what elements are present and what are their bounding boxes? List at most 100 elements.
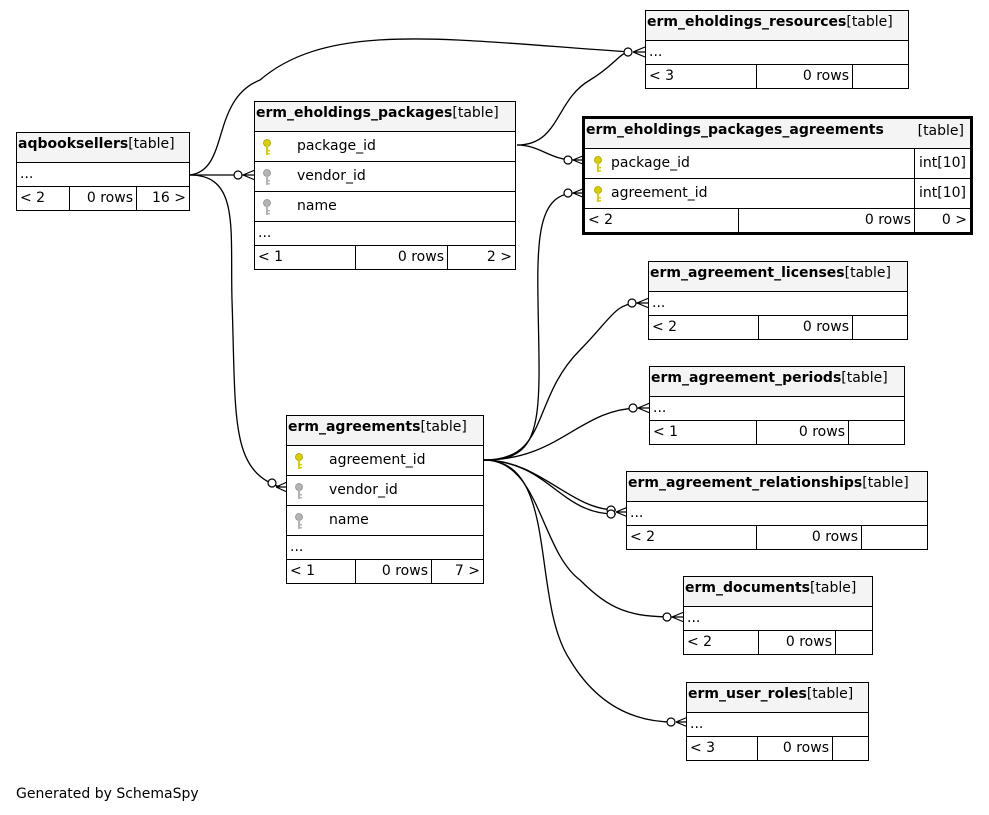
edge-agreements-userroles [483, 459, 675, 723]
column-row: agreement_id [287, 446, 483, 476]
table-name: erm_agreement_relationships [628, 475, 863, 491]
column-name: package_id [297, 138, 376, 154]
columns-ellipsis: ... [650, 397, 904, 421]
table-erm-eholdings-packages[interactable]: erm_eholdings_packages[table] package_id… [254, 101, 516, 270]
table-footer: < 2 0 rows [684, 631, 872, 654]
columns-ellipsis: ... [627, 502, 927, 526]
row-count: 0 rows [356, 246, 448, 269]
primary-key-icon [593, 155, 603, 173]
table-type: [table] [452, 105, 499, 121]
edge-agreements-relationships-2 [483, 459, 617, 515]
parents-count: < 3 [687, 737, 758, 760]
table-erm-eholdings-packages-agreements[interactable]: erm_eholdings_packages_agreements[table]… [582, 116, 973, 235]
table-erm-agreement-periods[interactable]: erm_agreement_periods[table] ... < 1 0 r… [649, 366, 905, 445]
row-count: 0 rows [757, 421, 849, 444]
parents-count: < 3 [646, 65, 757, 88]
columns-ellipsis: ... [687, 713, 868, 737]
foreign-key-icon [262, 168, 272, 186]
column-name: agreement_id [611, 185, 708, 201]
table-name: aqbooksellers [18, 136, 129, 152]
crowfoot-userroles [666, 716, 689, 728]
edge-agreements-pkgagreements [483, 192, 575, 461]
table-erm-eholdings-resources[interactable]: erm_eholdings_resources[table] ... < 3 0… [645, 10, 909, 89]
crowfoot-relationships [606, 505, 629, 519]
primary-key-icon [262, 138, 272, 156]
table-footer: < 2 0 rows 0 > [585, 209, 970, 232]
table-name: erm_eholdings_packages_agreements [586, 122, 884, 138]
column-row: package_id int[10] [585, 149, 970, 179]
table-erm-agreement-licenses[interactable]: erm_agreement_licenses[table] ... < 2 0 … [648, 261, 908, 340]
table-footer: < 3 0 rows [687, 737, 868, 760]
column-row: name [287, 506, 483, 536]
column-row: name [255, 192, 515, 222]
children-count: 7 > [454, 563, 480, 579]
table-header: aqbooksellers[table] [17, 133, 189, 163]
foreign-key-icon [294, 482, 304, 500]
table-header: erm_eholdings_packages_agreements[table] [585, 119, 970, 149]
foreign-key-icon [294, 512, 304, 530]
column-row: vendor_id [287, 476, 483, 506]
table-erm-user-roles[interactable]: erm_user_roles[table] ... < 3 0 rows [686, 682, 869, 761]
table-footer: < 2 0 rows [649, 316, 907, 339]
parents-count: < 2 [684, 631, 759, 654]
row-count: 0 rows [759, 631, 836, 654]
table-footer: < 2 0 rows [627, 526, 927, 549]
crowfoot-periods [628, 402, 651, 414]
column-row: vendor_id [255, 162, 515, 192]
table-name: erm_eholdings_packages [256, 105, 453, 121]
table-name: erm_agreement_licenses [650, 265, 845, 281]
table-footer: < 1 0 rows 7 > [287, 560, 483, 583]
table-erm-documents[interactable]: erm_documents[table] ... < 2 0 rows [683, 576, 873, 655]
crowfoot-licenses [627, 297, 650, 309]
edge-aqbooksellers-agreements [189, 174, 281, 488]
table-header: erm_agreement_licenses[table] [649, 262, 907, 292]
children-count [836, 631, 872, 654]
primary-key-icon [593, 185, 603, 203]
table-erm-agreements[interactable]: erm_agreements[table] agreement_id vendo… [286, 415, 484, 584]
columns-ellipsis: ... [17, 163, 189, 187]
columns-ellipsis: ... [646, 41, 908, 65]
table-header: erm_documents[table] [684, 577, 872, 607]
parents-count: < 1 [255, 246, 356, 269]
table-footer: < 1 0 rows 2 > [255, 246, 515, 269]
table-footer: < 3 0 rows [646, 65, 908, 88]
crowfoot-packages-vendor [233, 169, 256, 181]
column-name: vendor_id [297, 168, 366, 184]
table-type: [table] [844, 265, 892, 281]
table-type: [table] [128, 136, 175, 152]
table-name: erm_eholdings_resources [647, 14, 847, 30]
table-aqbooksellers[interactable]: aqbooksellers[table] ... < 2 0 rows 16 > [16, 132, 190, 211]
crowfoot-agreements-vendor [267, 478, 288, 493]
table-header: erm_eholdings_resources[table] [646, 11, 908, 41]
table-type: [table] [846, 14, 893, 30]
column-name: name [329, 512, 369, 528]
crowfoot-resources [623, 46, 646, 58]
table-type: [table] [862, 475, 909, 491]
parents-count: < 2 [17, 187, 70, 210]
table-footer: < 1 0 rows [650, 421, 904, 444]
table-type: [table] [809, 580, 857, 596]
children-count [862, 526, 927, 549]
column-type: int[10] [914, 149, 970, 178]
children-count [849, 421, 904, 444]
parents-count: < 1 [650, 421, 757, 444]
edge-aqbooksellers-resources [189, 38, 631, 176]
generated-by-label: Generated by SchemaSpy [16, 786, 199, 802]
table-erm-agreement-relationships[interactable]: erm_agreement_relationships[table] ... <… [626, 471, 928, 550]
column-name: package_id [611, 155, 690, 171]
column-name: vendor_id [329, 482, 398, 498]
children-count [853, 65, 908, 88]
children-count: 0 > [941, 212, 967, 228]
children-count [833, 737, 868, 760]
parents-count: < 1 [287, 560, 356, 583]
column-name: name [297, 198, 337, 214]
table-name: erm_agreement_periods [651, 370, 842, 386]
column-name: agreement_id [329, 452, 426, 468]
column-row: package_id [255, 132, 515, 162]
row-count: 0 rows [70, 187, 137, 210]
table-footer: < 2 0 rows 16 > [17, 187, 189, 210]
table-type: [table] [841, 370, 888, 386]
table-name: erm_documents [685, 580, 810, 596]
children-count: 2 > [486, 249, 512, 265]
